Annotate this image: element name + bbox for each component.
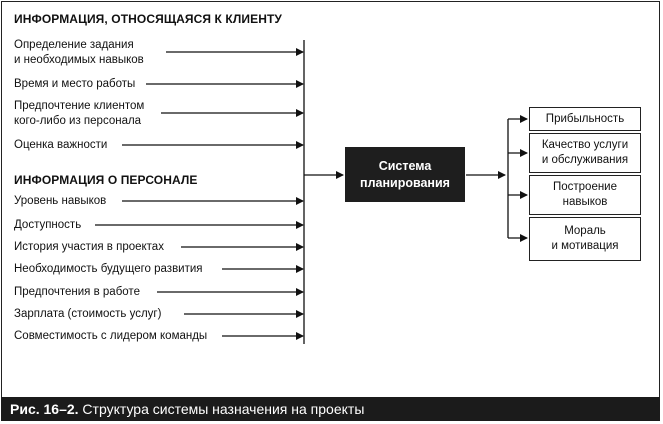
client-item-client-preference: Предпочтение клиентом кого-либо из персо… <box>14 100 145 127</box>
output-service-quality: Качество услуги и обслуживания <box>529 133 641 173</box>
caption-prefix: Рис. 16–2. <box>10 401 79 417</box>
staff-item-project-history: История участия в проектах <box>14 241 164 253</box>
figure-caption: Рис. 16–2. Структура системы назначения … <box>1 397 660 421</box>
staff-section-title: ИНФОРМАЦИЯ О ПЕРСОНАЛЕ <box>14 173 198 187</box>
caption-text: Структура системы назначения на проекты <box>78 401 365 417</box>
planning-system-box: Система планирования <box>345 147 465 202</box>
client-item-importance: Оценка важности <box>14 139 108 151</box>
staff-item-development-need: Необходимость будущего развития <box>14 263 203 275</box>
output-profitability: Прибыльность <box>529 107 641 131</box>
staff-item-team-lead-compatibility: Совместимость с лидером команды <box>14 330 208 342</box>
output-skill-building: Построение навыков <box>529 175 641 215</box>
staff-item-work-preferences: Предпочтения в работе <box>14 286 140 298</box>
staff-item-availability: Доступность <box>14 219 82 231</box>
output-morale-motivation: Мораль и мотивация <box>529 217 641 261</box>
staff-item-salary: Зарплата (стоимость услуг) <box>14 308 162 320</box>
client-item-task-definition: Определение задания и необходимых навыко… <box>14 39 144 66</box>
client-item-time-place: Время и место работы <box>14 78 136 90</box>
client-section-title: ИНФОРМАЦИЯ, ОТНОСЯЩАЯСЯ К КЛИЕНТУ <box>14 12 282 26</box>
staff-item-skill-level: Уровень навыков <box>14 195 107 207</box>
